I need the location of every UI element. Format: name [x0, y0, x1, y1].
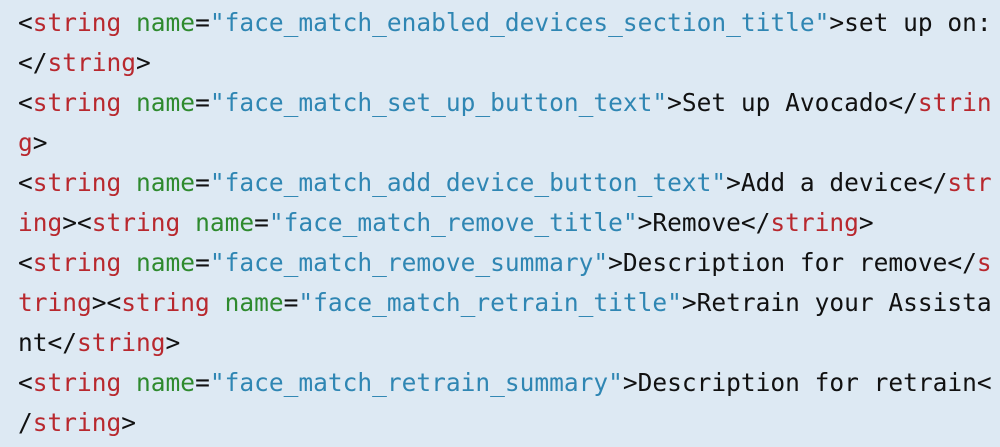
code-line: /string>	[18, 403, 1000, 443]
code-punctuation: >	[136, 48, 151, 77]
xml-attribute-name: name	[136, 88, 196, 117]
xml-tag-name: string	[32, 88, 122, 117]
xml-text-content: set up on:	[844, 8, 992, 37]
xml-text-content: Set up Avocado	[681, 88, 889, 117]
code-line: <string name="face_match_enabled_devices…	[18, 3, 1000, 43]
code-punctuation	[121, 368, 136, 397]
code-punctuation: </	[740, 208, 771, 237]
code-line: <string name="face_match_retrain_summary…	[18, 363, 1000, 403]
code-line: nt</string>	[18, 323, 1000, 363]
code-punctuation: =	[195, 248, 210, 277]
code-line: <string name="face_match_remove_summary"…	[18, 243, 1000, 283]
code-line: <string name="face_match_add_device_butt…	[18, 163, 1000, 203]
xml-attribute-name: name	[136, 8, 196, 37]
code-punctuation: =	[195, 8, 210, 37]
code-punctuation: ><	[91, 288, 122, 317]
xml-tag-name: strin	[917, 88, 992, 117]
code-punctuation: >	[667, 88, 682, 117]
code-punctuation: =	[195, 368, 210, 397]
code-punctuation: =	[254, 208, 269, 237]
xml-attribute-value: "face_match_enabled_devices_section_titl…	[209, 8, 830, 37]
code-punctuation	[180, 208, 195, 237]
xml-attribute-value: "face_match_add_device_button_text"	[209, 168, 727, 197]
xml-attribute-value: "face_match_remove_title"	[268, 208, 638, 237]
code-punctuation: /	[18, 408, 33, 437]
code-punctuation: >	[622, 368, 638, 397]
xml-tag-name: tring	[18, 288, 92, 317]
xml-attribute-name: name	[136, 248, 196, 277]
xml-tag-name: string	[121, 288, 210, 317]
xml-tag-name: string	[77, 328, 166, 357]
xml-attribute-name: name	[195, 208, 255, 237]
code-line: <string name="face_match_set_up_button_t…	[18, 83, 1000, 123]
xml-tag-name: string	[770, 208, 859, 237]
code-punctuation: ><	[62, 208, 92, 237]
code-line: ing><string name="face_match_remove_titl…	[18, 203, 1000, 243]
xml-text-content: Add a device	[740, 168, 918, 197]
code-punctuation: >	[608, 248, 623, 277]
code-punctuation: </	[947, 248, 977, 277]
xml-attribute-value: "face_match_retrain_title"	[298, 288, 682, 317]
code-line: g>	[18, 123, 1000, 163]
code-punctuation: <	[18, 8, 33, 37]
xml-tag-name: str	[947, 168, 992, 197]
code-punctuation: =	[283, 288, 299, 317]
xml-attribute-value: "face_match_retrain_summary"	[209, 368, 623, 397]
xml-tag-name: string	[32, 368, 122, 397]
code-punctuation	[121, 248, 136, 277]
code-line: tring><string name="face_match_retrain_t…	[18, 283, 1000, 323]
xml-text-content: nt	[18, 328, 48, 357]
xml-tag-name: string	[32, 8, 122, 37]
xml-tag-name: s	[976, 248, 992, 277]
code-punctuation: >	[32, 128, 48, 157]
code-punctuation	[121, 168, 136, 197]
code-punctuation: >	[637, 208, 653, 237]
code-punctuation: =	[195, 168, 210, 197]
xml-tag-name: string	[32, 408, 122, 437]
code-punctuation: <	[18, 368, 33, 397]
xml-attribute-name: name	[136, 168, 196, 197]
code-punctuation: >	[121, 408, 137, 437]
code-line: </string>	[18, 43, 1000, 83]
code-punctuation: </	[18, 48, 48, 77]
xml-tag-name: ing	[18, 208, 63, 237]
xml-tag-name: g	[18, 128, 33, 157]
code-punctuation: </	[888, 88, 918, 117]
xml-text-content: Retrain your Assista	[696, 288, 992, 317]
xml-attribute-value: "face_match_set_up_button_text"	[209, 88, 668, 117]
code-punctuation: <	[18, 88, 33, 117]
xml-attribute-name: name	[136, 368, 196, 397]
xml-attribute-name: name	[224, 288, 284, 317]
xml-text-content: Remove	[652, 208, 741, 237]
xml-tag-name: string	[32, 168, 122, 197]
xml-attribute-value: "face_match_remove_summary"	[209, 248, 609, 277]
xml-text-content: Description for retrain<	[637, 368, 992, 397]
code-punctuation: =	[195, 88, 210, 117]
xml-tag-name: string	[32, 248, 122, 277]
code-punctuation: <	[18, 168, 33, 197]
code-punctuation	[210, 288, 225, 317]
code-punctuation: >	[165, 328, 181, 357]
code-punctuation: </	[917, 168, 948, 197]
code-punctuation: >	[726, 168, 741, 197]
code-punctuation	[121, 88, 136, 117]
xml-tag-name: string	[47, 48, 137, 77]
code-punctuation: >	[681, 288, 697, 317]
code-punctuation: </	[47, 328, 78, 357]
code-punctuation	[121, 8, 136, 37]
code-punctuation: <	[18, 248, 33, 277]
xml-tag-name: string	[91, 208, 181, 237]
xml-text-content: Description for remove	[622, 248, 948, 277]
code-punctuation: >	[829, 8, 845, 37]
code-punctuation: >	[858, 208, 874, 237]
